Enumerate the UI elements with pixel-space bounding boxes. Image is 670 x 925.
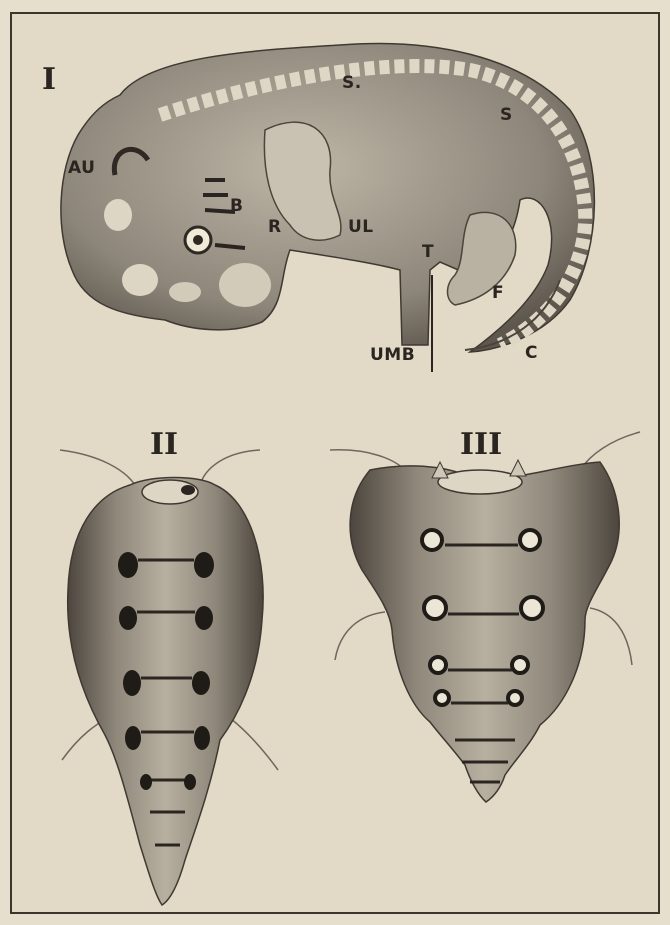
label-ul: UL [348,217,374,237]
label-r: R [268,217,282,237]
label-c: C [525,343,538,363]
head-highlight [122,264,158,296]
figure-numeral-iii: III [460,427,502,462]
sacrum-figure-ii [60,450,278,905]
figure-numeral-i: I [42,62,56,97]
label-f: F [492,283,504,303]
embryo-figure [61,44,594,372]
head-highlight [219,263,271,307]
label-t: T [422,242,434,262]
head-highlight [169,282,201,302]
sacrum-figure-iii [330,432,640,802]
label-b: B [230,196,243,216]
label-umb: UMB [370,345,415,365]
eye-pupil [193,235,203,245]
label-s-upper: S. [342,73,362,93]
head-highlight [104,199,132,231]
label-s: S [500,105,513,125]
label-au: AU [68,158,95,178]
figure-numeral-ii: II [150,427,178,462]
